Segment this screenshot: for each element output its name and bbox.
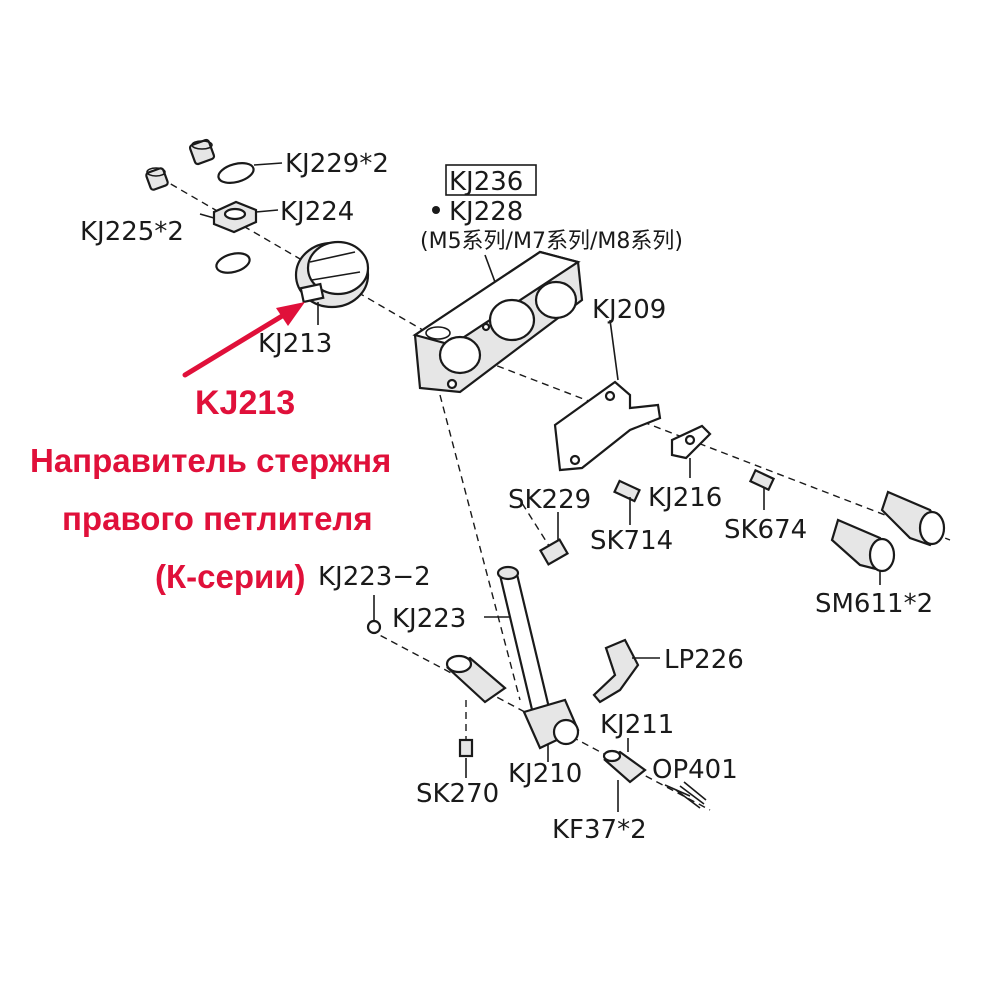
annotation-line-1: Направитель стержня [30, 442, 391, 479]
label-kj224: KJ224 [280, 197, 354, 227]
label-kj225: KJ225*2 [80, 217, 184, 247]
part-kj211 [602, 749, 647, 784]
label-sk270: SK270 [416, 779, 499, 809]
label-kj223-2: KJ223−2 [318, 562, 431, 592]
label-kf37: KF37*2 [552, 815, 647, 845]
part-sk714 [613, 479, 641, 503]
label-sk714: SK714 [590, 526, 673, 556]
label-sk674: SK674 [724, 515, 807, 545]
part-kj209-plate [553, 380, 662, 472]
label-kj213: KJ213 [258, 329, 332, 359]
annotation-line-2: правого петлителя [62, 500, 373, 537]
label-sk229: SK229 [508, 485, 591, 515]
label-kj229: KJ229*2 [285, 149, 389, 179]
part-sk674 [748, 468, 776, 492]
part-kj229-bushing [188, 138, 216, 166]
leader-lines [199, 162, 881, 812]
part-kj216 [670, 424, 712, 460]
part-lp226 [592, 638, 640, 704]
label-kj223: KJ223 [392, 604, 466, 634]
label-kj228: KJ228 [449, 197, 523, 227]
part-sk270 [458, 738, 474, 758]
label-kj210: KJ210 [508, 759, 582, 789]
part-kj223-2 [366, 619, 382, 635]
annotation-code: KJ213 [195, 384, 295, 422]
part-kj236-housing [412, 250, 584, 394]
label-sm611: SM611*2 [815, 589, 933, 619]
label-kj209: KJ209 [592, 295, 666, 325]
part-kj224 [212, 200, 258, 234]
part-kj223 [445, 654, 507, 704]
part-kj210-rod [496, 565, 580, 750]
part-op401 [675, 781, 707, 809]
part-kj229-rings [215, 162, 255, 274]
label-op401: OP401 [652, 755, 738, 785]
annotation-line-3: (К-серии) [155, 558, 306, 595]
label-series: (M5系列/M7系列/M8系列) [420, 229, 683, 254]
label-lp226: LP226 [664, 645, 744, 675]
label-kj216: KJ216 [648, 483, 722, 513]
label-kj236-box [445, 164, 537, 196]
part-kj225 [145, 167, 169, 191]
label-kj211: KJ211 [600, 710, 674, 740]
part-sm611 [830, 490, 946, 573]
part-kj213 [294, 240, 370, 309]
part-sk229 [538, 538, 570, 566]
annotation-arrow [182, 302, 305, 378]
label-kj236: KJ236 [449, 167, 523, 197]
bullet-dot [432, 206, 440, 214]
